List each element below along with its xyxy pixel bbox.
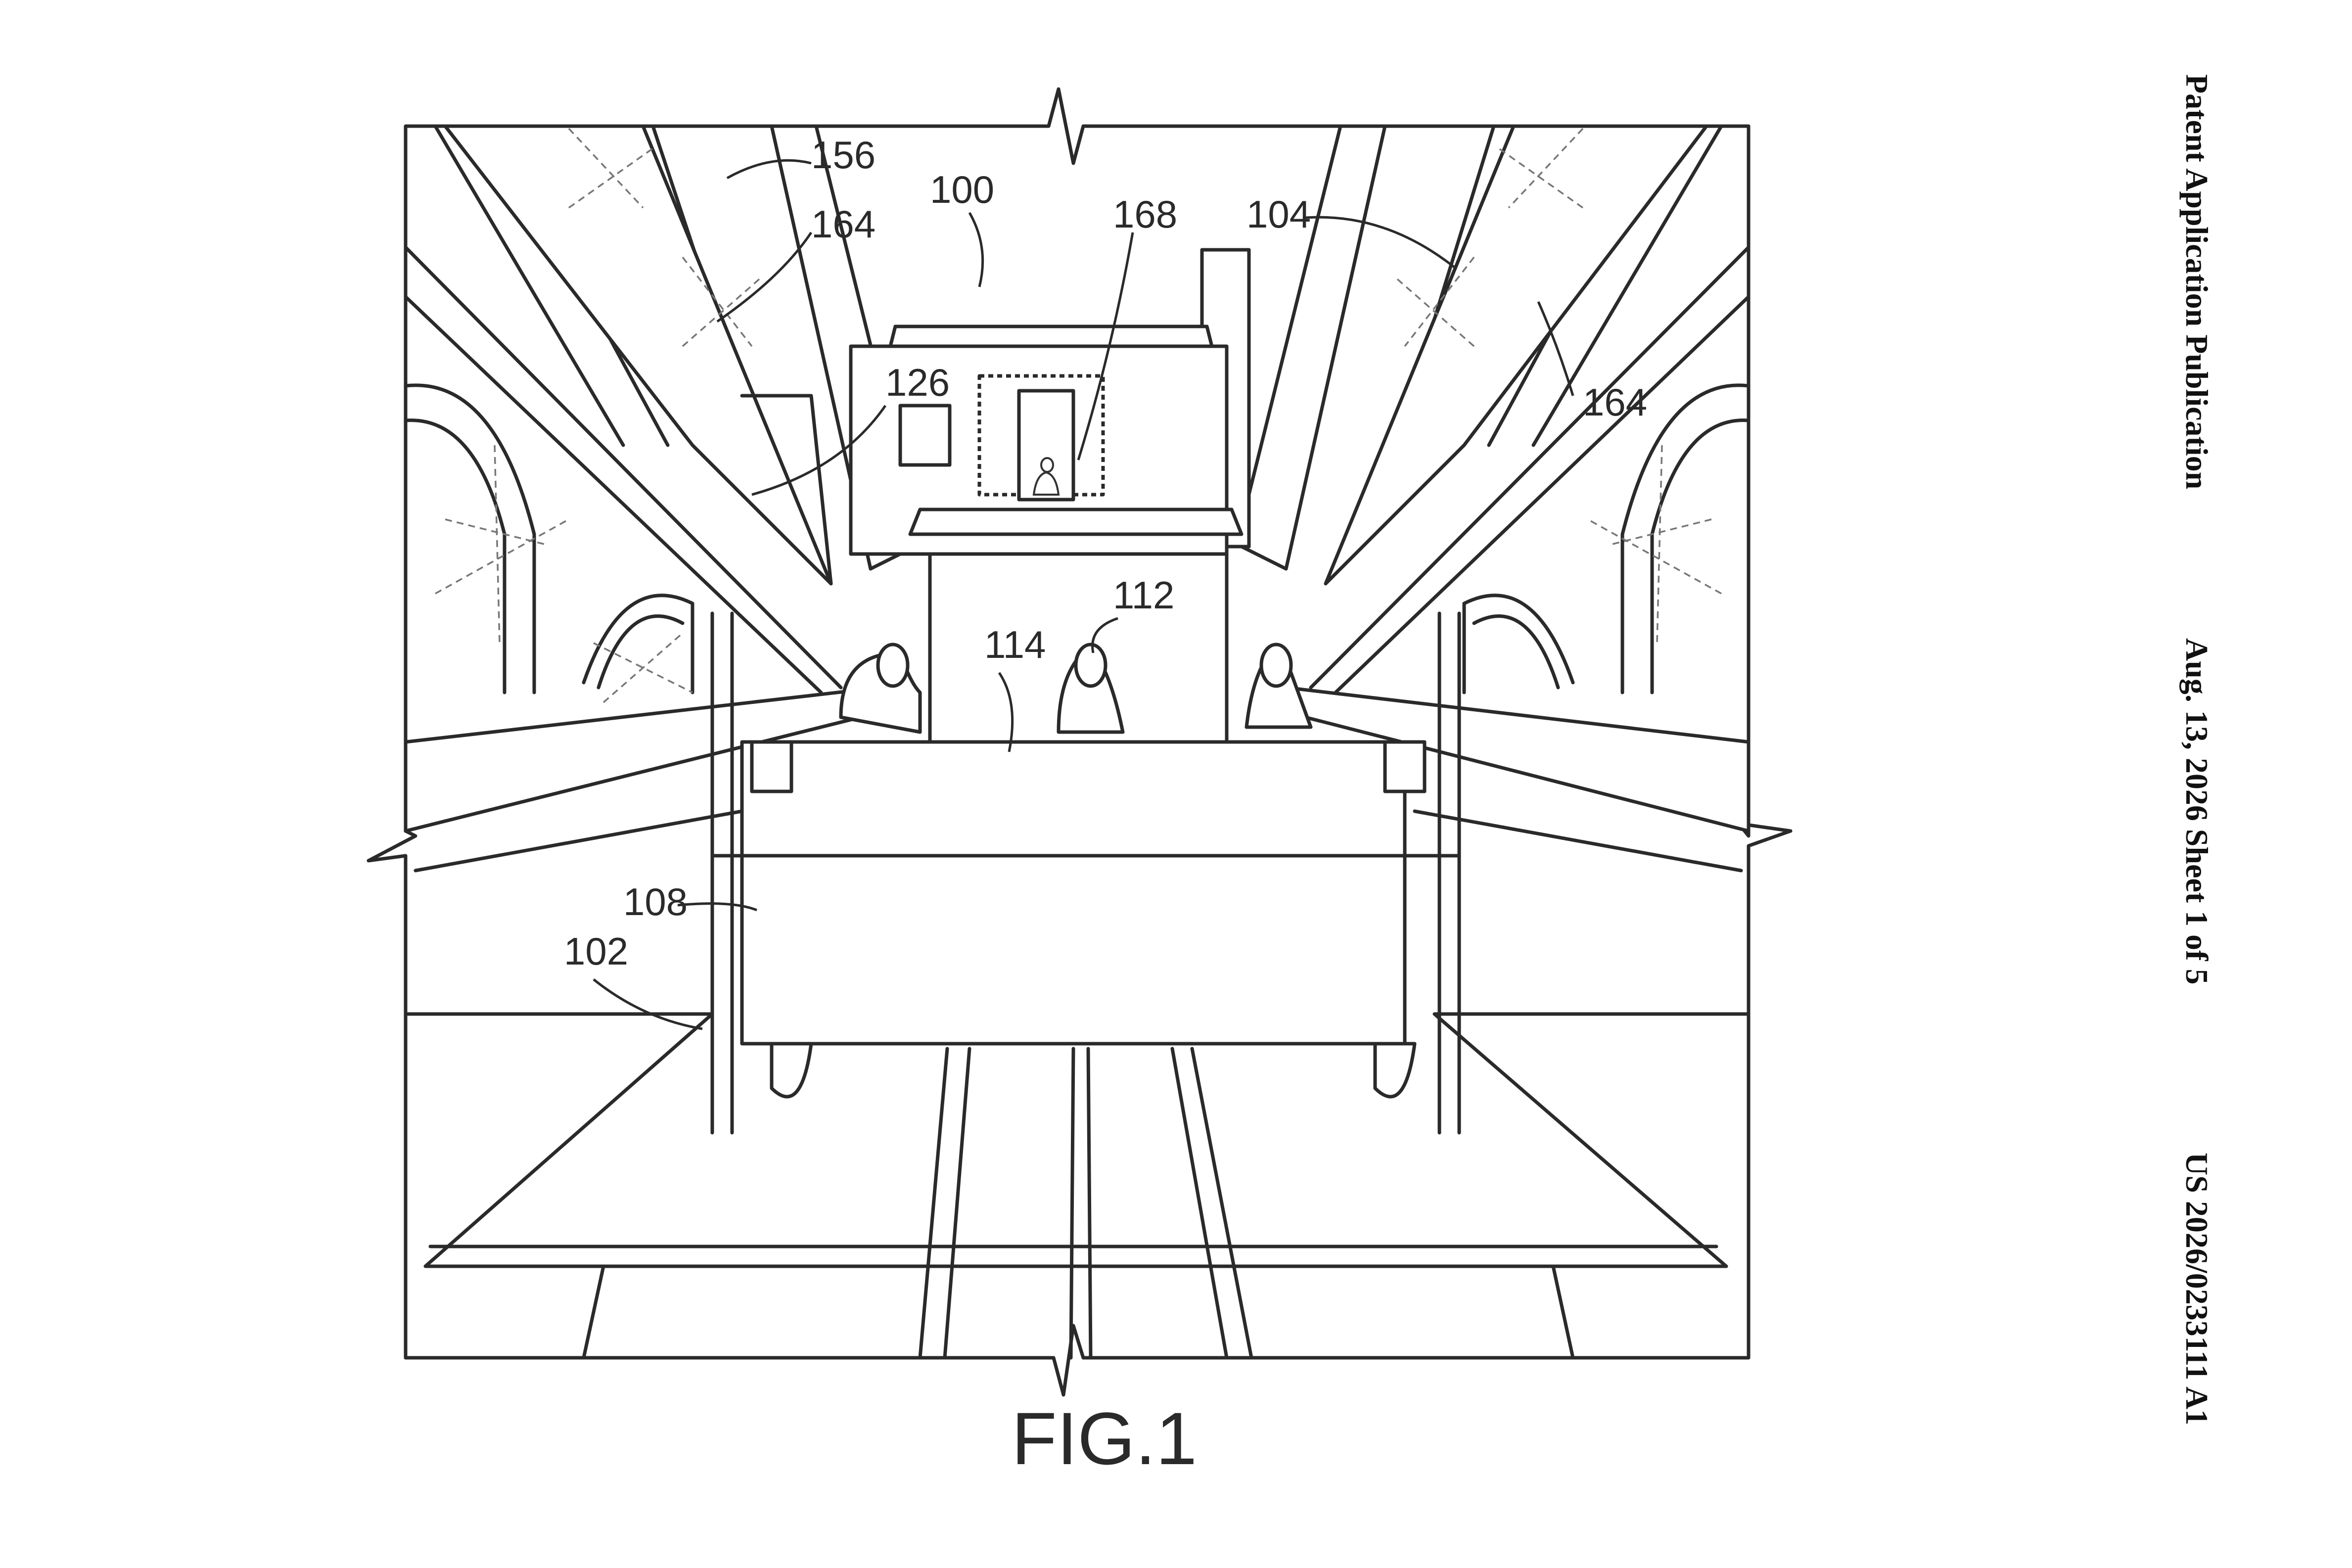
ref-104: 104 [1246, 192, 1311, 236]
figure-frame [367, 87, 1793, 1397]
date-sheet: Aug. 13, 2026 Sheet 1 of 5 [2179, 638, 2214, 984]
patent-header: Patent Application Publication Aug. 13, … [2179, 74, 2214, 1425]
figure-caption: FIG.1 [1012, 1397, 1197, 1480]
ref-108: 108 [623, 880, 688, 923]
left-railing [404, 611, 882, 1135]
ref-114: 114 [984, 623, 1046, 666]
right-facade [1309, 124, 1751, 694]
central-building [849, 248, 1251, 744]
ref-102: 102 [564, 929, 628, 973]
ref-126: 126 [885, 361, 950, 404]
ref-112: 112 [1113, 573, 1174, 617]
ref-164-right: 164 [1583, 380, 1647, 424]
left-facade [404, 124, 843, 703]
ride-vehicle [710, 643, 1461, 1099]
reference-labels: 156 164 100 168 104 164 126 112 114 108 … [564, 133, 1647, 1030]
ref-156: 156 [811, 133, 876, 177]
publication-type: Patent Application Publication [2179, 74, 2214, 489]
ref-164-left: 164 [811, 202, 876, 246]
publication-number: US 2026/0233111 A1 [2179, 1153, 2214, 1425]
ref-100: 100 [930, 168, 994, 211]
ref-168: 168 [1113, 192, 1177, 236]
floor-track [404, 1012, 1751, 1360]
